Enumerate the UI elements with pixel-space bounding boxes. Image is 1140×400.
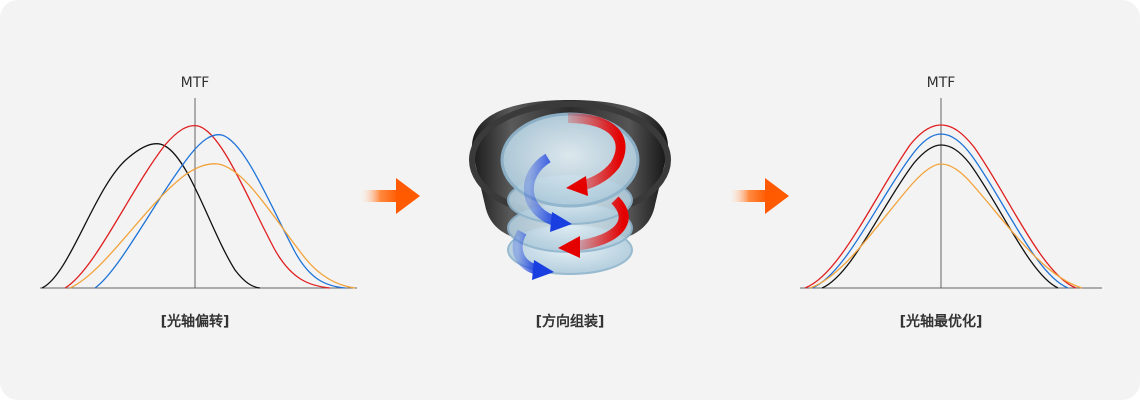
- right-mtf-axis-label: MTF: [926, 75, 956, 91]
- right-curve-blue: [811, 133, 1069, 289]
- lens-assembly-illustration: [469, 100, 671, 280]
- blue-arrowhead-bottom: [532, 260, 554, 280]
- blue-rotation-arrow-mid: [523, 153, 560, 227]
- right-caption: [光轴最优化]: [899, 314, 983, 330]
- right-curve-orange: [809, 163, 1083, 289]
- red-arrowhead-top: [566, 176, 588, 196]
- left-panel: MTF [光轴偏转]: [0, 0, 380, 400]
- left-curve-red: [64, 124, 331, 289]
- right-curve-black: [821, 144, 1059, 289]
- right-panel: MTF [光轴最优化]: [780, 0, 1140, 400]
- left-caption: [光轴偏转]: [160, 314, 230, 330]
- right-curve-red: [804, 124, 1077, 289]
- red-arrowhead-mid: [558, 236, 580, 258]
- red-rotation-arrow-mid: [574, 196, 629, 251]
- blue-arrowhead-mid: [550, 212, 572, 232]
- flow-arrow-1: [358, 178, 420, 214]
- red-rotation-arrow-top: [567, 113, 626, 191]
- flow-arrow-2: [727, 178, 789, 214]
- left-curve-orange: [69, 163, 356, 289]
- left-mtf-plot: [40, 98, 357, 289]
- right-mtf-plot: [800, 98, 1102, 289]
- middle-caption: [方向组装]: [535, 314, 605, 330]
- middle-panel: [方向组装]: [440, 0, 700, 400]
- left-mtf-axis-label: MTF: [180, 75, 210, 91]
- left-curve-blue: [94, 134, 346, 289]
